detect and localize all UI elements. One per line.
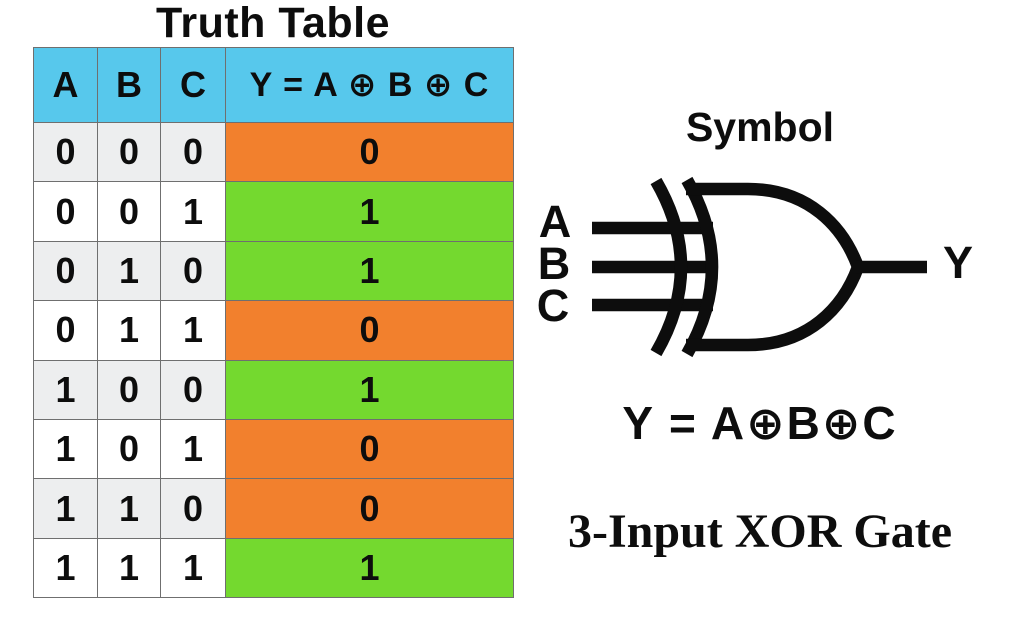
table-row: 0 0 0 0 — [33, 121, 514, 183]
gate-caption: 3-Input XOR Gate — [567, 505, 953, 558]
input-cell: 1 — [160, 181, 226, 242]
output-cell: 1 — [225, 240, 514, 302]
output-label-y: Y — [942, 237, 973, 288]
input-cell: 1 — [33, 359, 98, 420]
input-label-c: C — [536, 280, 570, 331]
input-cell: 1 — [160, 418, 226, 480]
input-cell: 0 — [160, 240, 226, 302]
table-row: 0 0 1 1 — [33, 181, 514, 242]
boolean-equation: Y = A⊕B⊕C — [622, 397, 898, 449]
output-cell: 0 — [225, 300, 514, 361]
output-cell: 1 — [225, 181, 514, 242]
col-header-a: A — [33, 47, 98, 123]
input-cell: 1 — [160, 537, 226, 599]
symbol-heading: Symbol — [685, 104, 835, 150]
input-cell: 0 — [33, 300, 98, 361]
input-cell: 0 — [160, 121, 226, 183]
table-row: 1 0 0 1 — [33, 359, 514, 420]
input-cell: 0 — [160, 478, 226, 539]
output-cell: 0 — [225, 418, 514, 480]
input-cell: 1 — [160, 300, 226, 361]
input-cell: 0 — [33, 181, 98, 242]
xor-gate-icon — [592, 176, 927, 358]
col-header-y: Y = A ⊕ B ⊕ C — [225, 47, 514, 123]
symbol-panel: Symbol A B C Y Y = A⊕B⊕C 3-Input XOR Gat… — [505, 0, 1015, 618]
table-row: 0 1 1 0 — [33, 300, 514, 361]
col-header-b: B — [97, 47, 161, 123]
table-row: 0 1 0 1 — [33, 240, 514, 302]
input-cell: 1 — [97, 300, 161, 361]
input-cell: 1 — [33, 478, 98, 539]
page-title: Truth Table — [155, 0, 391, 47]
truth-table: A B C Y = A ⊕ B ⊕ C 0 0 0 0 0 0 1 1 0 1 — [33, 47, 514, 599]
output-cell: 0 — [225, 478, 514, 539]
table-row: 1 1 1 1 — [33, 537, 514, 599]
input-cell: 0 — [160, 359, 226, 420]
input-cell: 0 — [97, 359, 161, 420]
col-header-c: C — [160, 47, 226, 123]
input-cell: 1 — [33, 418, 98, 480]
input-cell: 1 — [33, 537, 98, 599]
input-cell: 0 — [97, 121, 161, 183]
output-cell: 1 — [225, 359, 514, 420]
table-row: 1 0 1 0 — [33, 418, 514, 480]
xor-input-arc — [650, 177, 688, 357]
input-cell: 0 — [33, 121, 98, 183]
output-cell: 0 — [225, 121, 514, 183]
input-cell: 0 — [97, 181, 161, 242]
gate-back-arc — [681, 176, 719, 358]
input-cell: 0 — [33, 240, 98, 302]
input-label-b: B — [537, 238, 571, 289]
input-cell: 0 — [97, 418, 161, 480]
header-row: A B C Y = A ⊕ B ⊕ C — [33, 47, 514, 123]
output-cell: 1 — [225, 537, 514, 599]
input-cell: 1 — [97, 240, 161, 302]
input-cell: 1 — [97, 478, 161, 539]
input-label-a: A — [538, 196, 572, 247]
input-cell: 1 — [97, 537, 161, 599]
table-row: 1 1 0 0 — [33, 478, 514, 539]
